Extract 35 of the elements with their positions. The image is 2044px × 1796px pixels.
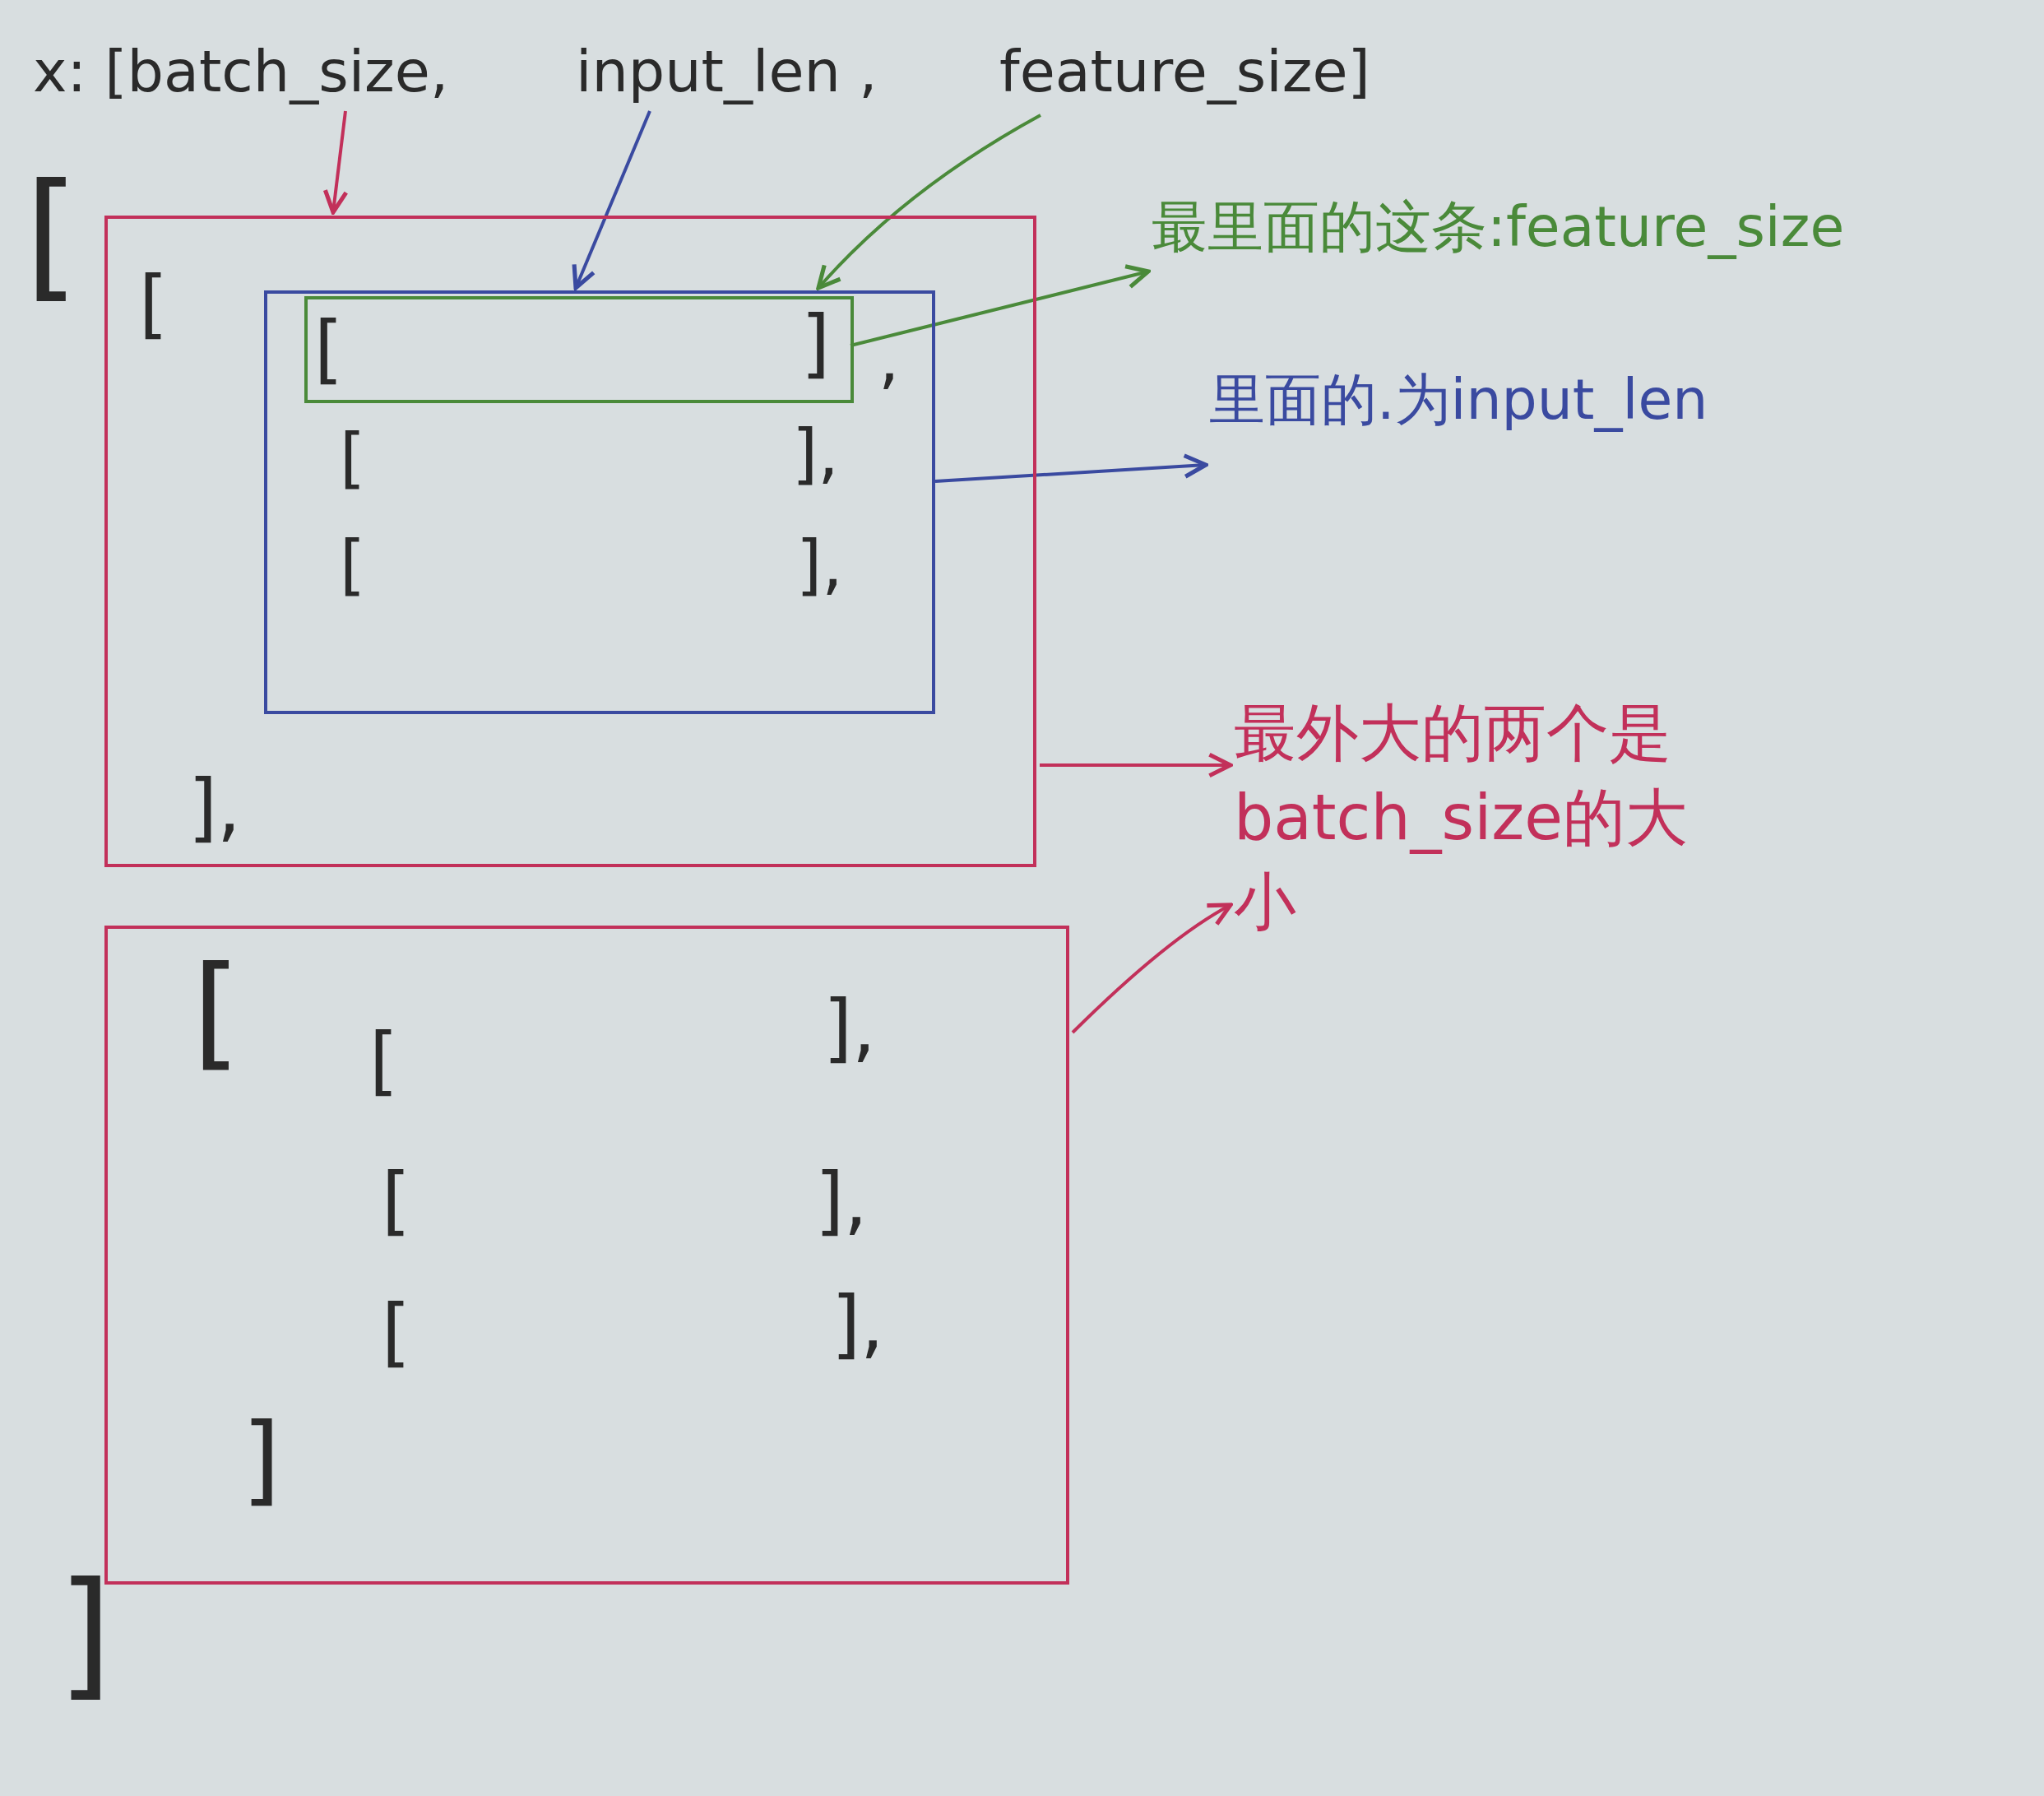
bracket-text: [: [25, 165, 80, 304]
arrow: [572, 110, 651, 290]
bracket-text: ]: [801, 306, 831, 380]
bracket-text: [: [340, 532, 366, 598]
arrow: [1040, 752, 1233, 778]
batch-box: [104, 216, 1036, 867]
sequence-box: [264, 290, 935, 714]
bracket-text: ]: [242, 1410, 280, 1509]
bracket-text: [: [382, 1163, 411, 1237]
heading-text: feature_size]: [999, 33, 1509, 111]
bracket-text: ,: [878, 327, 900, 392]
bracket-text: ]: [58, 1563, 113, 1703]
bracket-text: [: [192, 949, 241, 1073]
arrow: [934, 453, 1208, 483]
bracket-text: ],: [792, 421, 839, 487]
bracket-text: [: [340, 425, 366, 491]
heading-text: x: [batch_size,: [33, 33, 576, 111]
bracket-text: ],: [796, 532, 843, 598]
annotation-text: 最里面的这条:feature_size: [1152, 189, 2023, 265]
bracket-text: ],: [815, 1163, 868, 1237]
annotation-text: 里面的.为input_len: [1209, 362, 1801, 438]
bracket-text: [: [314, 312, 344, 386]
bracket-text: [: [382, 1295, 411, 1369]
arrow: [816, 114, 1041, 290]
batch-box: [104, 926, 1069, 1585]
bracket-text: [: [369, 1023, 399, 1098]
bracket-text: ],: [823, 991, 876, 1065]
annotation-text: 最外大的两个是batch_size的大小: [1234, 691, 1744, 944]
heading-text: input_len ,: [576, 33, 979, 111]
bracket-text: ],: [188, 770, 241, 844]
bracket-text: ],: [832, 1287, 884, 1361]
bracket-text: [: [139, 267, 169, 341]
feature-box: [304, 296, 854, 403]
arrow: [1071, 903, 1233, 1034]
arrow: [322, 110, 349, 215]
